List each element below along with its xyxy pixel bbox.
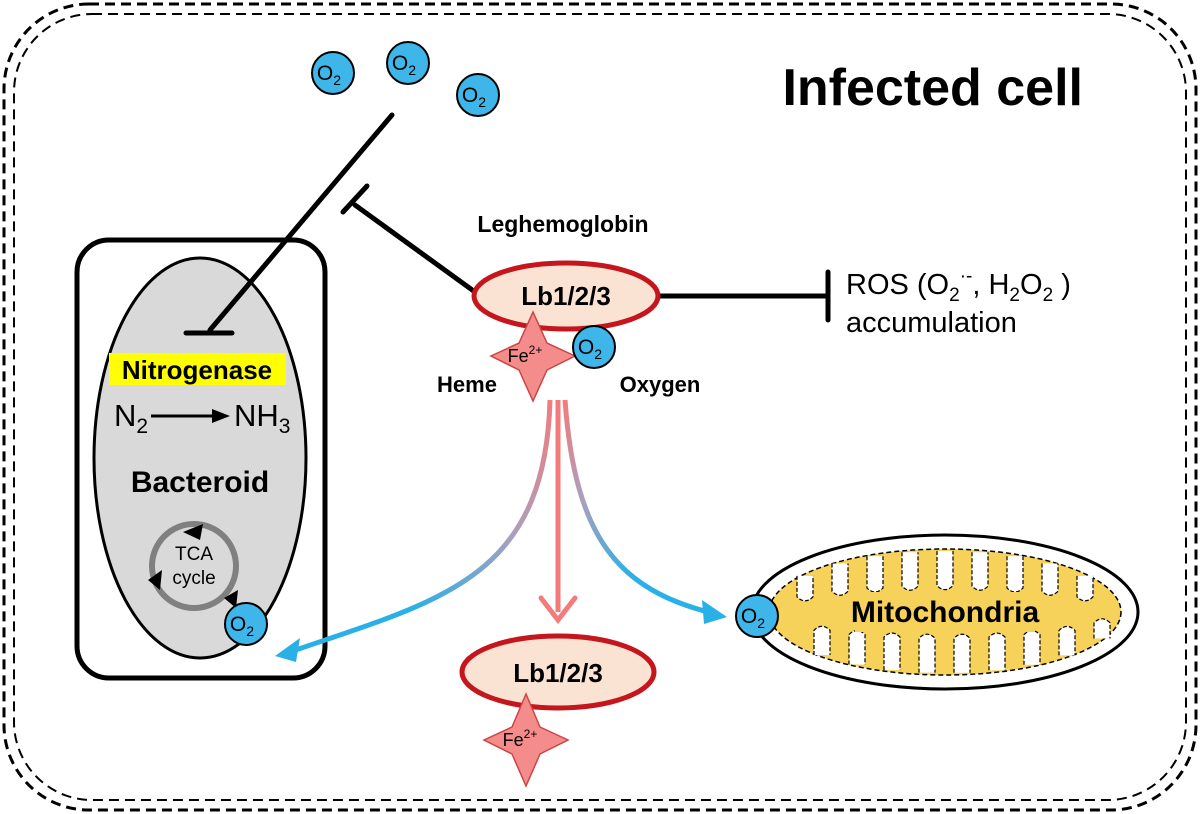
crista-bottom <box>918 633 936 673</box>
tca-arrow-right <box>224 590 238 608</box>
tca-cycle-ring <box>149 521 239 611</box>
tca-arrow-left <box>148 570 162 590</box>
tca-label-line1: TCA <box>175 544 213 565</box>
n2-label: N2 <box>114 398 148 438</box>
crista-bottom <box>1093 618 1111 639</box>
leghemoglobin-inhibits-ros <box>652 269 831 323</box>
oxygen-molecule-bacteroid: O2 <box>224 602 268 646</box>
svg-text:O2: O2 <box>230 613 254 639</box>
tca-arrow-top <box>183 524 203 540</box>
oxygen-inhibits-nitrogenase <box>183 112 395 336</box>
oxygen-molecule-free-3: O2 <box>456 73 500 117</box>
crista-top <box>1006 556 1024 593</box>
cell-title: Infected cell <box>782 59 1083 117</box>
mitochondria-label-bg <box>855 592 1035 632</box>
crista-top <box>866 556 884 593</box>
svg-text:O2: O2 <box>578 336 602 362</box>
arrow-to-mitochondria-head <box>702 600 727 624</box>
arrow-to-mitochondria <box>562 399 713 616</box>
ros-accumulation-label: accumulation <box>846 307 1017 339</box>
crista-top <box>971 552 989 591</box>
svg-text:O2: O2 <box>741 605 765 631</box>
crista-top <box>1041 563 1059 596</box>
oxygen-molecule-bound: O2 <box>572 325 616 369</box>
heme-iron-bottom: Fe2+ <box>503 727 538 750</box>
fixation-arrow-head <box>212 409 230 423</box>
crista-bottom <box>848 629 866 665</box>
crista-bottom <box>1058 625 1076 656</box>
leghemoglobin-top <box>471 260 661 332</box>
lb-label-top: Lb1/2/3 <box>521 281 611 311</box>
crista-bottom <box>953 633 971 673</box>
crista-bottom <box>813 625 831 656</box>
crista-bottom <box>1023 630 1041 665</box>
iron-charge-bottom: 2+ <box>524 727 538 741</box>
oxygen-molecule-mitochondria: O2 <box>735 594 779 638</box>
crista-top <box>796 575 814 602</box>
svg-text:O2: O2 <box>317 62 341 88</box>
arrow-to-bacteroid <box>289 399 553 655</box>
leghemoglobin-label: Leghemoglobin <box>477 211 648 237</box>
nitrogenase-highlight <box>109 353 286 385</box>
iron-charge-top: 2+ <box>529 343 543 357</box>
oxygen-molecule-free-2: O2 <box>386 41 430 85</box>
mitochondria-label: Mitochondria <box>851 596 1040 629</box>
nh3-subscript: 3 <box>279 415 291 438</box>
mitochondria-cristae <box>796 551 1111 673</box>
heme-star-top <box>489 310 577 403</box>
arrow-release-head <box>538 595 578 625</box>
nh3-label: NH3 <box>234 398 290 438</box>
crista-top <box>901 552 919 591</box>
lb-label-bottom: Lb1/2/3 <box>513 658 603 688</box>
crista-top <box>936 551 954 591</box>
bacteroid-label: Bacteroid <box>131 466 269 499</box>
oxygen-molecule-free-1: O2 <box>311 51 355 95</box>
crista-bottom <box>883 632 901 671</box>
tca-label-line2: cycle <box>172 568 215 589</box>
arrow-to-bacteroid-head <box>275 638 300 662</box>
n2-subscript: 2 <box>136 415 148 438</box>
heme-star-bottom <box>482 692 570 788</box>
heme-iron-top: Fe2+ <box>508 343 543 366</box>
crista-bottom <box>988 632 1006 671</box>
bacteroid-body <box>92 256 308 660</box>
ros-label: ROS (O2·-, H2O2 ) <box>846 266 1071 306</box>
crista-top <box>1076 575 1094 602</box>
leghemoglobin-bottom <box>459 633 657 711</box>
svg-text:O2: O2 <box>392 52 416 78</box>
heme-label: Heme <box>437 372 497 397</box>
oxygen-label: Oxygen <box>620 372 701 397</box>
leghemoglobin-inhibits-oxygen <box>340 183 478 295</box>
nitrogenase-label: Nitrogenase <box>122 355 272 385</box>
svg-text:O2: O2 <box>462 84 486 110</box>
crista-top <box>831 563 849 596</box>
